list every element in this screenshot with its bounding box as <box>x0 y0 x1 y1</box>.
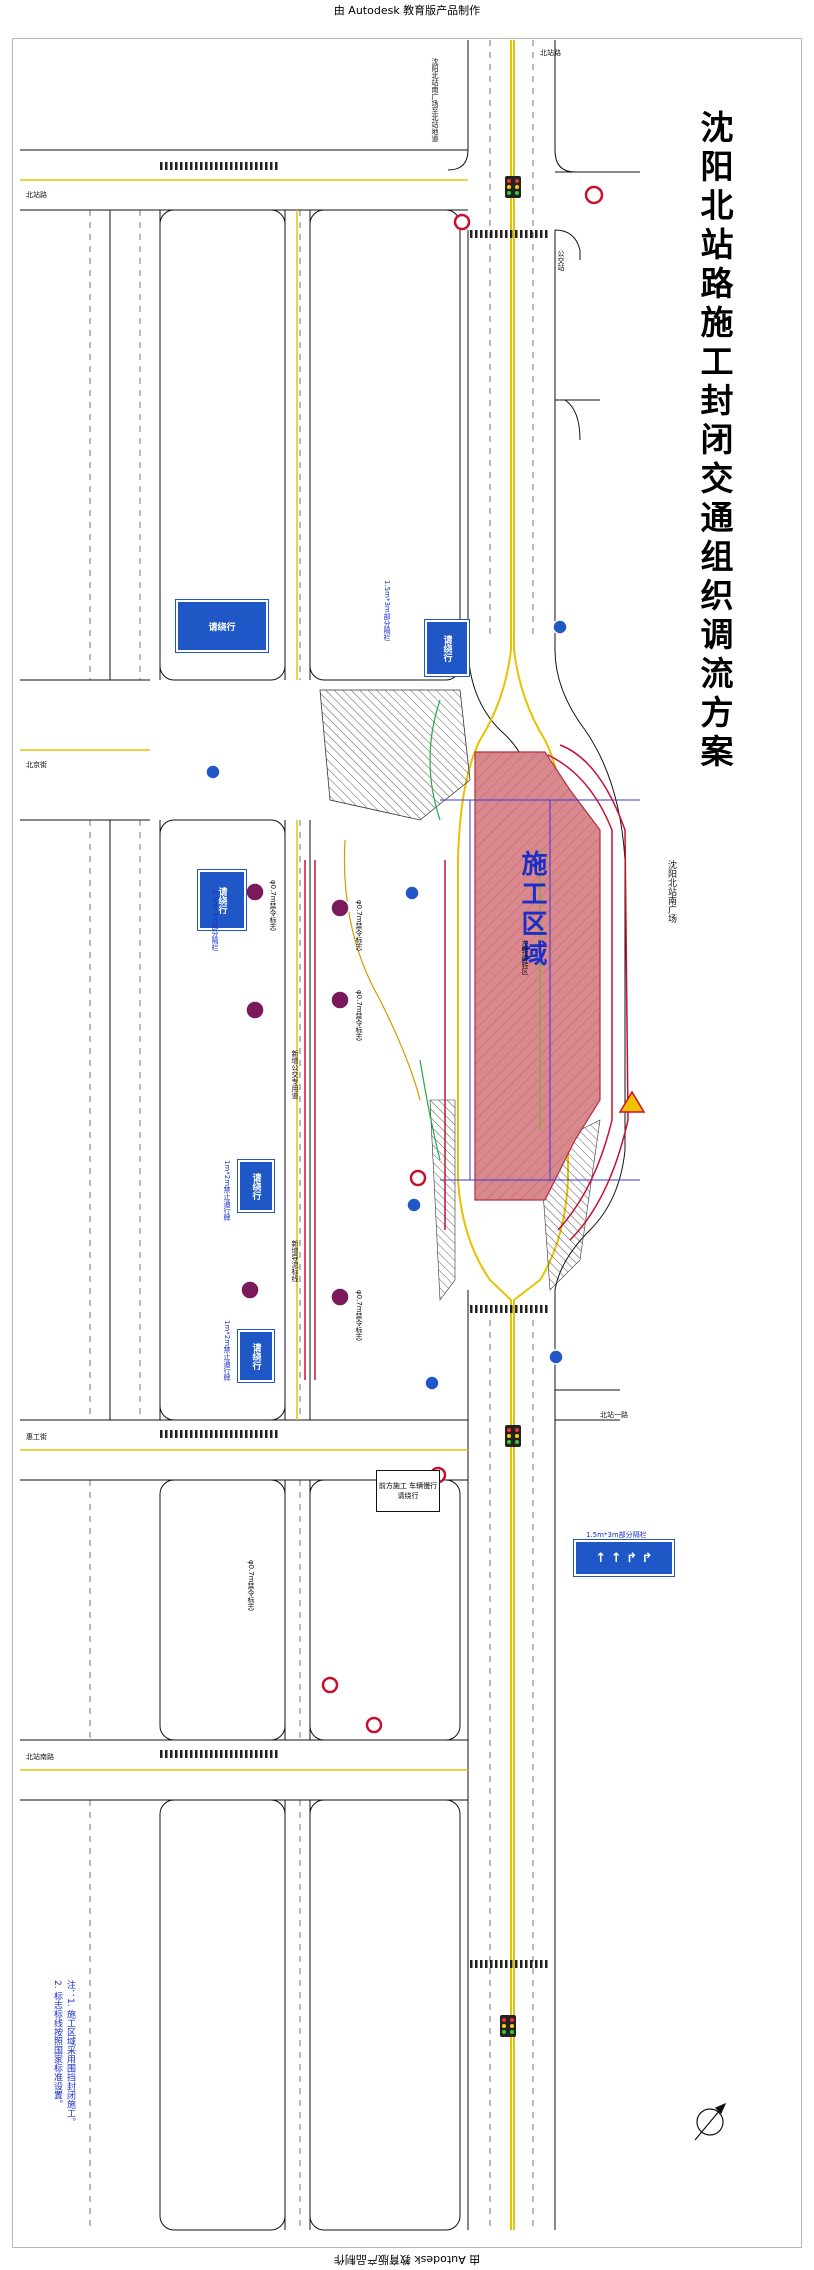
note-line-2: 2. 标志标线按照国家标准设置。 <box>52 1980 62 2109</box>
no-turn-sign-icon <box>453 213 471 231</box>
new-lane-label-1: 新增公交专用道 <box>291 1050 299 1099</box>
no-turn-sign-icon <box>584 185 604 205</box>
road-name-right-bottom: 北站一路 <box>600 1411 628 1419</box>
bus-station-label: 公交站 <box>557 250 565 271</box>
left-turn-wait-label: 左转待转区 <box>521 940 529 975</box>
direction-sign-icon <box>548 1349 564 1365</box>
sign-panel-text: 请绕行 <box>216 886 227 914</box>
crosswalks <box>160 162 550 1968</box>
warning-sign-icon <box>618 1090 646 1113</box>
road-name-lower-left: 惠工街 <box>26 1433 47 1441</box>
north-arrow-icon <box>694 2102 727 2141</box>
south-junction <box>555 1389 620 1421</box>
sign-panel-text: 请绕行 <box>250 1172 261 1200</box>
lane-sign-panel: 请绕行 <box>197 869 247 931</box>
small-sign-label-4: φ0.7m禁令标志 <box>355 1290 363 1341</box>
direction-sign-icon <box>205 764 221 780</box>
header-top: 由 Autodesk 教育版产品制作 <box>333 4 481 17</box>
direction-sign-icon <box>424 1375 440 1391</box>
straight-sign-panel: 请绕行 <box>237 1159 275 1213</box>
small-sign-label-2: φ0.7m禁令标志 <box>355 900 363 951</box>
no-turn-sign-icon <box>365 1716 383 1734</box>
sign-size-label-2: 1.5m*3m部分隔栏 <box>383 580 391 641</box>
plan-title: 沈阳北站路施工封闭交通组织调流方案 <box>695 110 734 773</box>
sign-size-label-1: 1.5m*3m部分隔栏 <box>211 890 219 951</box>
traffic-light-icon <box>505 1425 521 1447</box>
bus-lane-sign-panel: 请绕行 <box>175 599 269 653</box>
small-sign-label-1: φ0.7m禁令标志 <box>269 880 277 931</box>
direction-sign-icon <box>404 885 420 901</box>
sign-panel-text: 请绕行 <box>208 622 236 633</box>
construction-notice-sign: 前方施工 车辆慢行 请绕行 <box>376 1470 440 1512</box>
road-name-right-top: 北站路 <box>540 49 561 57</box>
direction-sign-icon <box>406 1197 422 1213</box>
small-sign-label-5: φ0.7m禁令标志 <box>247 1560 255 1611</box>
prohibit-sign-icon <box>330 990 350 1010</box>
construction-zone-label: 施工区域 <box>517 850 547 970</box>
traffic-light-icon <box>505 176 521 198</box>
lane-arrows-sign-panel: ↑ ↑ ↱ ↱ <box>573 1539 675 1577</box>
note-line-1: 注：1. 施工区域采用围挡封闭施工。 <box>65 1980 75 2127</box>
prohibit-sign-icon <box>245 1000 265 1020</box>
road-name-north-square: 沈阳北站南广场 <box>666 860 676 923</box>
cross-road-centerlines <box>20 179 468 1771</box>
traffic-light-icon <box>500 2015 516 2037</box>
traffic-light-icons <box>500 176 521 2037</box>
guidance-curves <box>343 699 541 1161</box>
prohibit-sign-icon <box>330 1287 350 1307</box>
right-sign-label: 1.5m*3m部分隔栏 <box>586 1531 647 1539</box>
road-name-north-tunnel: 沈阳北站南广场至北站地道 <box>431 58 439 142</box>
prohibit-sign-icon <box>245 882 265 902</box>
city-blocks <box>159 209 461 2231</box>
construction-boundary <box>440 799 640 1181</box>
road-name-bottom-left: 北站南路 <box>26 1753 54 1761</box>
small-sign-label-3: φ0.7m禁令标志 <box>355 990 363 1041</box>
sign-size-label-3: 1m*2m禁止通行牌 <box>223 1160 231 1222</box>
prohibit-sign-icon <box>330 898 350 918</box>
sign-panel-text: 请绕行 <box>441 634 452 662</box>
sign-panel-text: 请绕行 <box>250 1342 261 1370</box>
prohibit-sign-icon <box>240 1280 260 1300</box>
direction-sign-icon <box>552 619 568 635</box>
detour-sign-panel: 请绕行 <box>424 619 470 677</box>
sign-size-label-4: 1m*2m禁止通行牌 <box>223 1320 231 1382</box>
prohibition-sign-icons <box>240 882 350 1307</box>
lane-dashes <box>89 40 534 2230</box>
straight-sign-panel-2: 请绕行 <box>237 1329 275 1383</box>
drawing-frame <box>12 38 802 2248</box>
barrier-lines <box>304 744 629 1380</box>
main-road-right <box>447 40 626 2230</box>
north-junction <box>554 171 640 441</box>
road-name-left-top: 北站路 <box>26 191 47 199</box>
road-name-mid-left: 北京街 <box>26 761 47 769</box>
plan-notes: 注：1. 施工区域采用围挡封闭施工。 2. 标志标线按照国家标准设置。 <box>50 1980 76 2126</box>
mandatory-sign-icons <box>205 619 568 1391</box>
no-turn-sign-icon <box>409 1169 427 1187</box>
new-lane-label-2: 新增导流标线 <box>291 1240 299 1282</box>
no-turn-sign-icon <box>321 1676 339 1694</box>
